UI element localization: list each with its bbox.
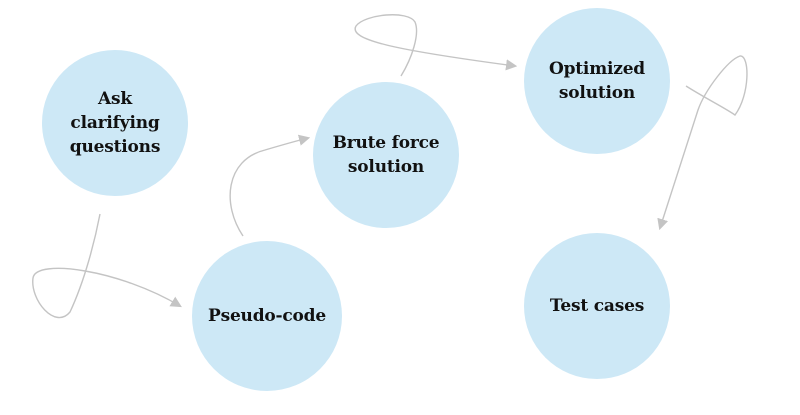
node-ask-clarifying-questions: Ask clarifying questions [42,50,188,196]
node-label: Ask clarifying questions [69,89,161,157]
connector-brute-to-opt [354,14,518,77]
node-label: Test cases [549,296,645,316]
connector-opt-to-test [657,55,748,231]
connector-pseudo-to-brute [229,134,311,237]
node-brute-force-solution: Brute force solution [313,82,459,228]
node-label: Brute force solution [332,133,440,177]
node-label: Pseudo-code [207,306,326,326]
connector-ask-to-pseudo [32,213,182,319]
node-label: Optimized solution [548,59,645,103]
node-optimized-solution: Optimized solution [524,8,670,154]
node-pseudo-code: Pseudo-code [192,241,342,391]
node-test-cases: Test cases [524,233,670,379]
